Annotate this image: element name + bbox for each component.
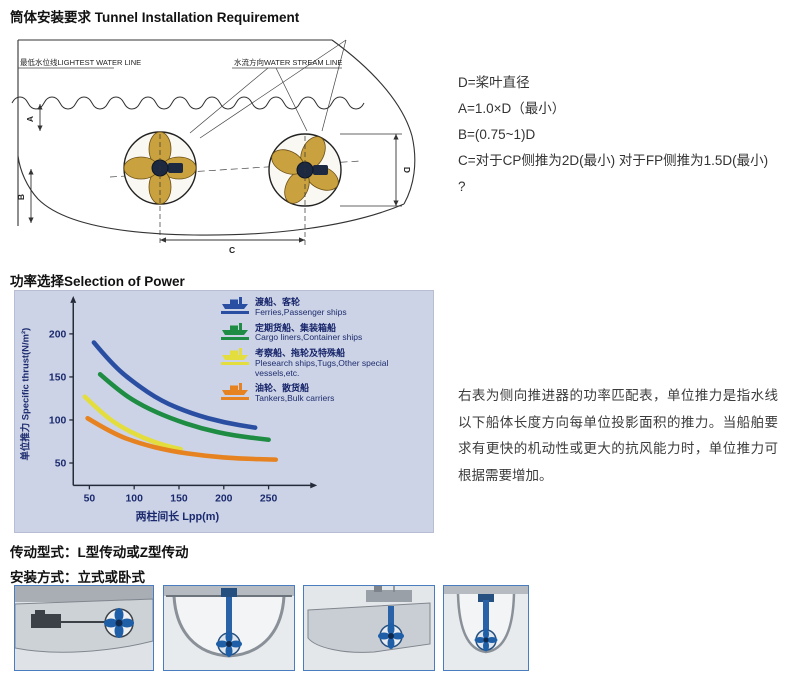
installation-image-narrow-section: [443, 585, 529, 671]
ship-icon: [221, 383, 249, 401]
svg-text:150: 150: [49, 372, 67, 383]
spec-line-c: C=对于CP侧推为2D(最小) 对于FP侧推为1.5D(最小): [458, 153, 769, 168]
dimension-specs: D=桨叶直径 A=1.0×D（最小） B=(0.75~1)D C=对于CP侧推为…: [458, 70, 782, 200]
power-selection-chart: 50 100 150 200 250 50 100 150 200 两柱间长 Lpp(m) 单位推力…: [14, 290, 434, 533]
power-note-paragraph: 右表为侧向推进器的功率匹配表，单位推力是指水线以下船体长度方向每单位投影面积的推…: [458, 388, 778, 483]
svg-text:200: 200: [215, 493, 233, 504]
svg-text:150: 150: [170, 493, 188, 504]
power-chart-canvas: 50 100 150 200 250 50 100 150 200 两柱间长 Lpp(m) 单位推力…: [20, 295, 318, 523]
dim-a-label: A: [25, 116, 35, 122]
spec-line-d: D=桨叶直径: [458, 75, 530, 90]
dim-d-label: D: [402, 167, 412, 173]
svg-text:200: 200: [49, 329, 67, 340]
spec-line-a: A=1.0×D（最小）: [458, 101, 566, 116]
ship-icon: [221, 348, 249, 366]
ship-section-illustration: [304, 586, 434, 670]
tunnel-diagram-canvas: 最低水位线LIGHTEST WATER LINE 水流方向WATER STREA…: [11, 39, 416, 255]
drive-type-heading: 传动型式：L型传动或Z型传动: [10, 545, 189, 560]
power-selection-heading: 功率选择Selection of Power: [10, 274, 185, 289]
lightest-waterline-label: 最低水位线LIGHTEST WATER LINE: [20, 57, 141, 67]
installation-image-vertical-drive: [163, 585, 295, 671]
spec-line-b: B=(0.75~1)D: [458, 127, 536, 142]
spec-line-extra: ?: [458, 179, 466, 194]
vertical-drive-illustration: [164, 586, 294, 670]
ship-icon: [221, 322, 249, 340]
dim-b-label: B: [16, 194, 26, 200]
svg-text:50: 50: [84, 493, 96, 504]
horizontal-drive-illustration: [15, 586, 153, 670]
water-surface-line: [11, 96, 365, 110]
narrow-section-illustration: [444, 586, 528, 670]
tunnel-installation-diagram: 最低水位线LIGHTEST WATER LINE 水流方向WATER STREA…: [10, 28, 455, 258]
installation-image-horizontal-drive: [14, 585, 154, 671]
svg-text:单位推力 Specific thrust(N/m²): 单位推力 Specific thrust(N/m²): [20, 328, 31, 461]
dim-c-label: C: [229, 245, 235, 255]
water-stream-line-label: 水流方向WATER STREAM LINE: [234, 57, 342, 67]
svg-text:100: 100: [125, 493, 143, 504]
ship-icon: [221, 297, 249, 314]
svg-text:100: 100: [49, 415, 67, 426]
svg-text:两柱间长 Lpp(m): 两柱间长 Lpp(m): [136, 509, 220, 523]
installation-image-ship-section: [303, 585, 435, 671]
svg-text:250: 250: [260, 493, 278, 504]
tunnel-requirement-heading: 筒体安装要求 Tunnel Installation Requirement: [10, 10, 300, 25]
svg-text:50: 50: [55, 458, 67, 469]
mount-type-heading: 安装方式：立式或卧式: [10, 570, 145, 585]
